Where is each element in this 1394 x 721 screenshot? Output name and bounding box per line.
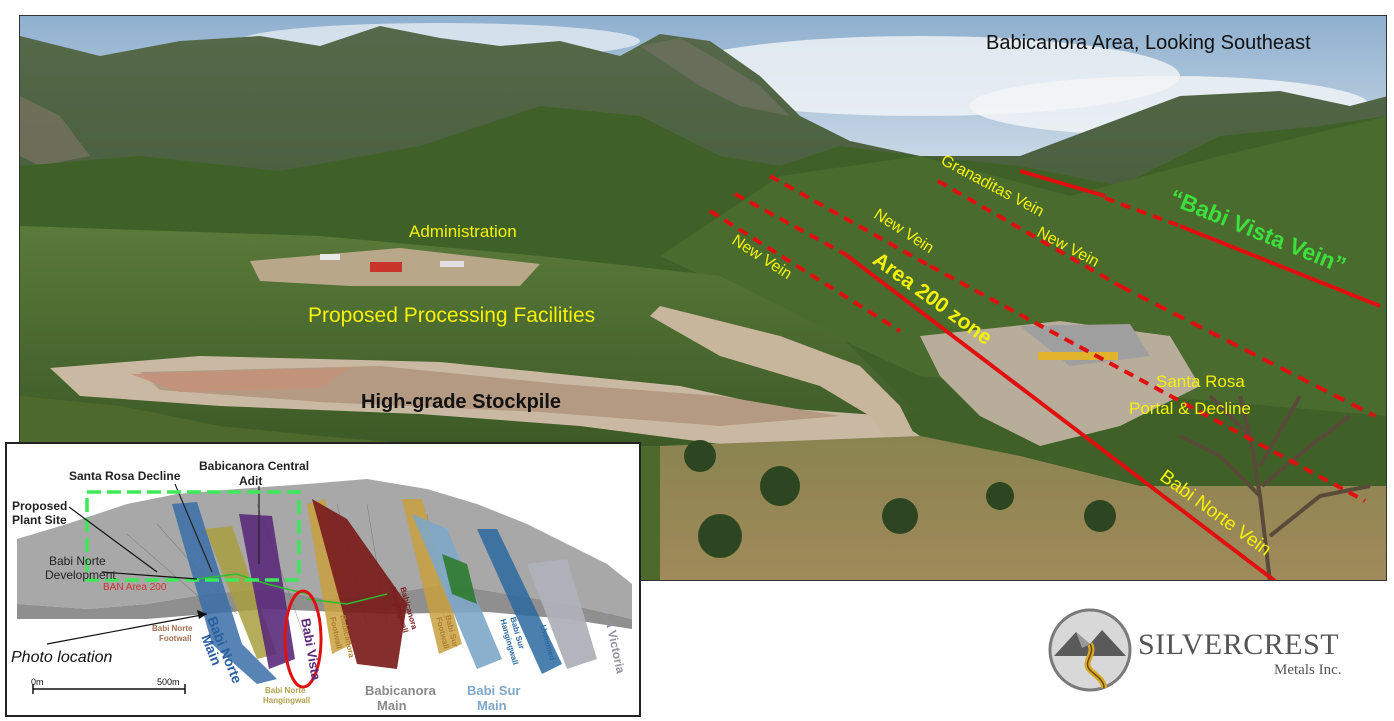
babi-sur-footwall-plane xyxy=(402,499,462,654)
plant-site-label-2: Plant Site xyxy=(12,513,67,527)
santa-rosa-label-2: Portal & Decline xyxy=(1129,399,1251,418)
area200-dashed-line xyxy=(734,192,846,256)
babi-norte-footwall-label-2: Footwall xyxy=(159,634,192,643)
inset-3d-model: Santa Rosa Decline Babicanora Central Ad… xyxy=(5,442,641,717)
new-vein-line-3-ext xyxy=(1119,284,1376,418)
babi-sur-main-label-1: Babi Sur xyxy=(467,683,521,698)
new-vein-line-2 xyxy=(769,174,931,268)
unnamed-plane xyxy=(477,529,562,674)
photo-title: Babicanora Area, Looking Southeast xyxy=(986,32,1311,54)
babi-norte-hw-label-1: Babi Norte xyxy=(265,686,306,695)
babicanora-main-label-2: Main xyxy=(377,698,407,713)
babi-norte-hw-plane xyxy=(205,526,277,659)
stockpile-label: High-grade Stockpile xyxy=(361,391,562,413)
area200-upper-line xyxy=(929,264,1366,503)
new-vein-line-3 xyxy=(937,179,1121,288)
santa-rosa-decline-line xyxy=(174,483,213,573)
vein-lines xyxy=(708,169,1381,580)
granaditas-vein-line xyxy=(1019,169,1106,198)
babi-norte-hw-label-2: Hangingwall xyxy=(263,696,311,705)
babicanora-main-label-1: Babicanora xyxy=(365,683,436,698)
babi-norte-vein-line xyxy=(843,252,1277,580)
ban-area-label: BAN Area 200 xyxy=(103,582,167,593)
foreground-grass xyxy=(660,436,1386,580)
logo-sub: Metals Inc. xyxy=(1274,662,1342,678)
plant-site-box xyxy=(85,490,301,582)
silvercrest-logo: SILVERCREST Metals Inc. xyxy=(1046,604,1366,696)
new-vein-line-1 xyxy=(708,209,902,333)
scale-start-label: 0m xyxy=(31,677,44,687)
administration-label: Administration xyxy=(409,222,517,241)
babi-vista-vein-line xyxy=(1179,224,1381,308)
babi-vista-plane xyxy=(239,514,295,669)
babi-norte-main-plane xyxy=(172,502,277,684)
santa-rosa-decline-label: Santa Rosa Decline xyxy=(69,469,181,483)
central-adit-label-1: Babicanora Central xyxy=(199,459,310,473)
santa-rosa-label-1: Santa Rosa xyxy=(1156,372,1245,391)
logo-mark xyxy=(1048,608,1132,692)
plant-site-label-1: Proposed xyxy=(12,499,68,513)
central-adit-label-2: Adit xyxy=(239,474,263,488)
photo-location-label: Photo location xyxy=(11,649,113,666)
la-victoria-plane xyxy=(527,559,597,669)
dead-tree xyxy=(1179,394,1371,580)
photo-location-arrow xyxy=(46,613,208,645)
babicanora-footwall-plane xyxy=(307,499,352,654)
babi-sur-main-label-2: Main xyxy=(477,698,507,713)
babicanora-main-plane xyxy=(312,499,407,669)
babi-vista-dashed-line xyxy=(1104,196,1181,228)
babi-norte-dev-label-2: Development xyxy=(45,568,116,582)
babi-norte-dev-label-1: Babi Norte xyxy=(49,554,106,568)
scale-end-label: 500m xyxy=(157,677,180,687)
babi-norte-footwall-label-1: Babi Norte xyxy=(152,624,193,633)
processing-facilities-label: Proposed Processing Facilities xyxy=(308,304,596,327)
model-scene xyxy=(17,479,632,694)
logo-name: SILVERCREST xyxy=(1138,628,1340,661)
babi-vista-oval xyxy=(283,589,323,689)
